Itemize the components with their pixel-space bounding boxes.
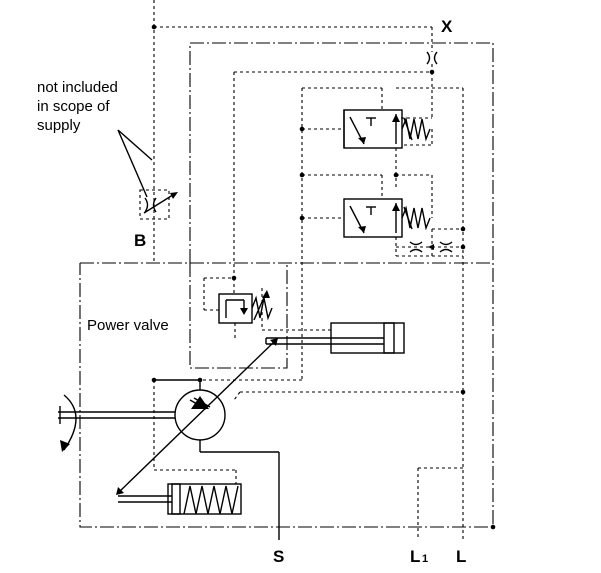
port-s-label: S <box>273 547 284 566</box>
port-l-label: L <box>456 547 466 566</box>
control-block-frame <box>189 42 494 263</box>
spring-cylinder <box>118 380 242 515</box>
displacement-adjust-arrow <box>116 338 278 495</box>
pump-symbol <box>58 377 280 540</box>
upper-control-valve <box>299 87 464 392</box>
pilot-distribution-lines <box>231 64 435 281</box>
port-b-label: B <box>134 231 146 250</box>
port-l1-label: L <box>410 547 420 566</box>
scope-note-line3: supply <box>37 117 81 134</box>
port-l1-subscript: 1 <box>422 553 428 565</box>
b-port-orifice <box>139 189 178 220</box>
note-callout-lines <box>117 129 153 198</box>
scope-note-line1: not included <box>37 79 118 96</box>
x-pilot-line <box>151 0 433 263</box>
lower-control-valve <box>299 172 466 256</box>
port-x-label: X <box>441 17 453 36</box>
orifice-row <box>396 241 466 257</box>
power-valve-symbol <box>203 277 331 340</box>
power-valve-label: Power valve <box>87 317 169 334</box>
x-orifice-icon <box>426 51 438 65</box>
stroking-cylinder <box>154 322 405 381</box>
scope-note-line2: in scope of <box>37 98 110 115</box>
power-valve-frame <box>189 263 288 369</box>
case-drain-lines <box>233 389 496 540</box>
rotation-arrow-icon <box>60 394 77 452</box>
